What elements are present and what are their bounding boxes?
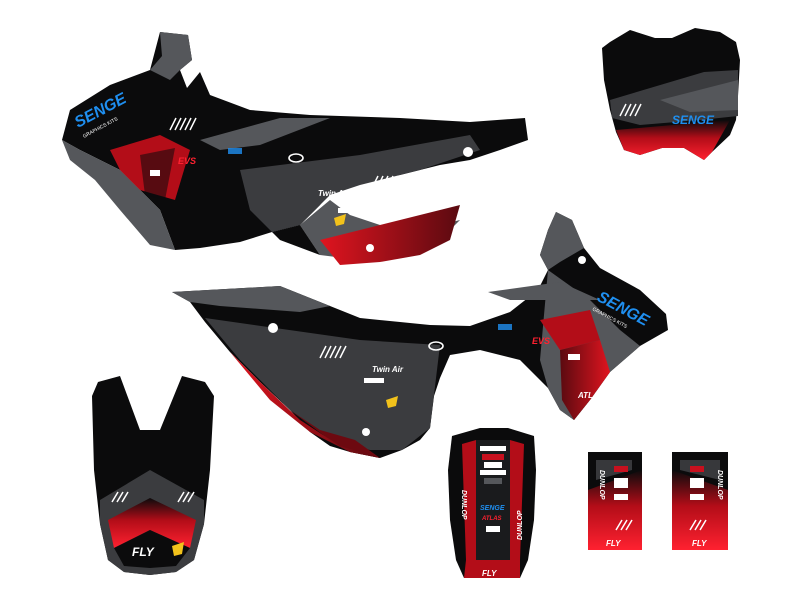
evs-logo: EVS xyxy=(532,336,550,346)
fly-racing-logo: FLY xyxy=(606,539,621,548)
dunlop-logo: DUNLOP xyxy=(460,490,467,520)
atlas-logo: ATLAS xyxy=(95,215,123,224)
sponsor-badge xyxy=(480,470,506,475)
front-fender-decal: FLY xyxy=(92,376,214,575)
dunlop-logo: DUNLOP xyxy=(598,470,605,500)
twin-air-logo: Twin Air xyxy=(372,365,404,374)
sponsor-badge xyxy=(484,478,502,484)
oakley-logo xyxy=(288,153,304,163)
shield-logo xyxy=(386,396,398,408)
dunlop-logo: DUNLOP xyxy=(716,470,723,500)
sponsor-badge xyxy=(498,324,512,330)
fork-guard-decal-left: DUNLOP FLY xyxy=(588,452,642,550)
fly-racing-logo: FLY xyxy=(482,569,497,578)
fork-guard-decal-right: DUNLOP FLY xyxy=(672,452,728,550)
sponsor-badge xyxy=(690,494,704,500)
dunlop-logo: DUNLOP xyxy=(517,510,524,540)
sponsor-badge xyxy=(228,148,242,154)
oakley-logo xyxy=(428,341,444,351)
sponsor-badge xyxy=(614,494,628,500)
sponsor-badge xyxy=(364,378,384,383)
evs-logo: EVS xyxy=(178,156,196,166)
sponsor-badge xyxy=(486,526,500,532)
fly-racing-logo: FLY xyxy=(692,539,707,548)
sponsor-badge xyxy=(690,466,704,472)
atlas-logo: ATLAS xyxy=(481,516,502,522)
shield-logo xyxy=(172,542,184,556)
sponsor-badge xyxy=(614,466,628,472)
left-shroud-decal: SENGE GRAPHICS KITS EVS ATLAS Twin Air xyxy=(62,32,528,265)
atlas-logo: ATLAS xyxy=(577,391,605,400)
stripe-marks xyxy=(169,117,394,189)
fly-racing-logo: FLY xyxy=(132,545,155,559)
front-number-plate-decal: SENGE xyxy=(602,28,740,160)
twin-air-logo: Twin Air xyxy=(318,189,350,198)
sponsor-badge xyxy=(150,170,160,176)
right-shroud-decal: SENGE GRAPHICS KITS EVS ATLAS Twin Air xyxy=(172,212,668,458)
sponsor-badge xyxy=(690,478,704,488)
sponsor-badge xyxy=(480,446,506,451)
shield-logo xyxy=(334,214,346,226)
sponsor-badge xyxy=(338,208,358,213)
sponsor-badge xyxy=(614,478,628,488)
senge-logo: SENGE xyxy=(672,113,715,127)
sponsor-badge xyxy=(482,454,504,460)
sponsor-badge xyxy=(484,462,502,468)
rear-fender-decal: SENGE ATLAS FLY DUNLOP DUNLOP xyxy=(448,428,536,578)
senge-logo: SENGE xyxy=(480,505,505,512)
sponsor-badge xyxy=(568,354,580,360)
